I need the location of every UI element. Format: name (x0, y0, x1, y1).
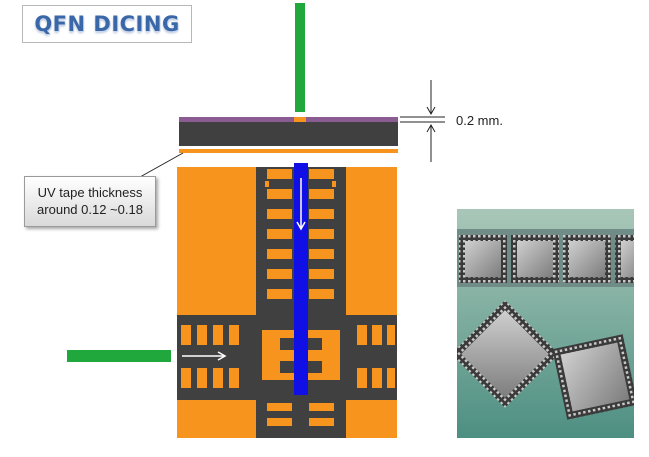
cut-path (294, 163, 308, 395)
horizontal-saw-blade (67, 350, 171, 362)
arrow-right-icon (182, 351, 227, 361)
thickness-label: 0.2 mm. (456, 113, 503, 128)
top-mold-layer (179, 117, 398, 122)
qfn-package-photo (457, 209, 634, 438)
blade-notch (294, 117, 306, 122)
callout-line-2: around 0.12 ~0.18 (37, 202, 143, 217)
vertical-saw-blade (295, 3, 305, 112)
leadframe-strip-side (179, 122, 398, 146)
callout-line-1: UV tape thickness (37, 185, 143, 200)
thickness-dimension (400, 80, 445, 162)
callout-leader (139, 152, 184, 178)
page-title: QFN DICING (34, 12, 180, 36)
uv-tape-callout: UV tape thickness around 0.12 ~0.18 (24, 176, 156, 227)
uv-tape (179, 149, 398, 153)
leadframe-top-view (177, 163, 397, 438)
title-box: QFN DICING (22, 5, 192, 43)
arrow-down-icon (296, 178, 306, 231)
